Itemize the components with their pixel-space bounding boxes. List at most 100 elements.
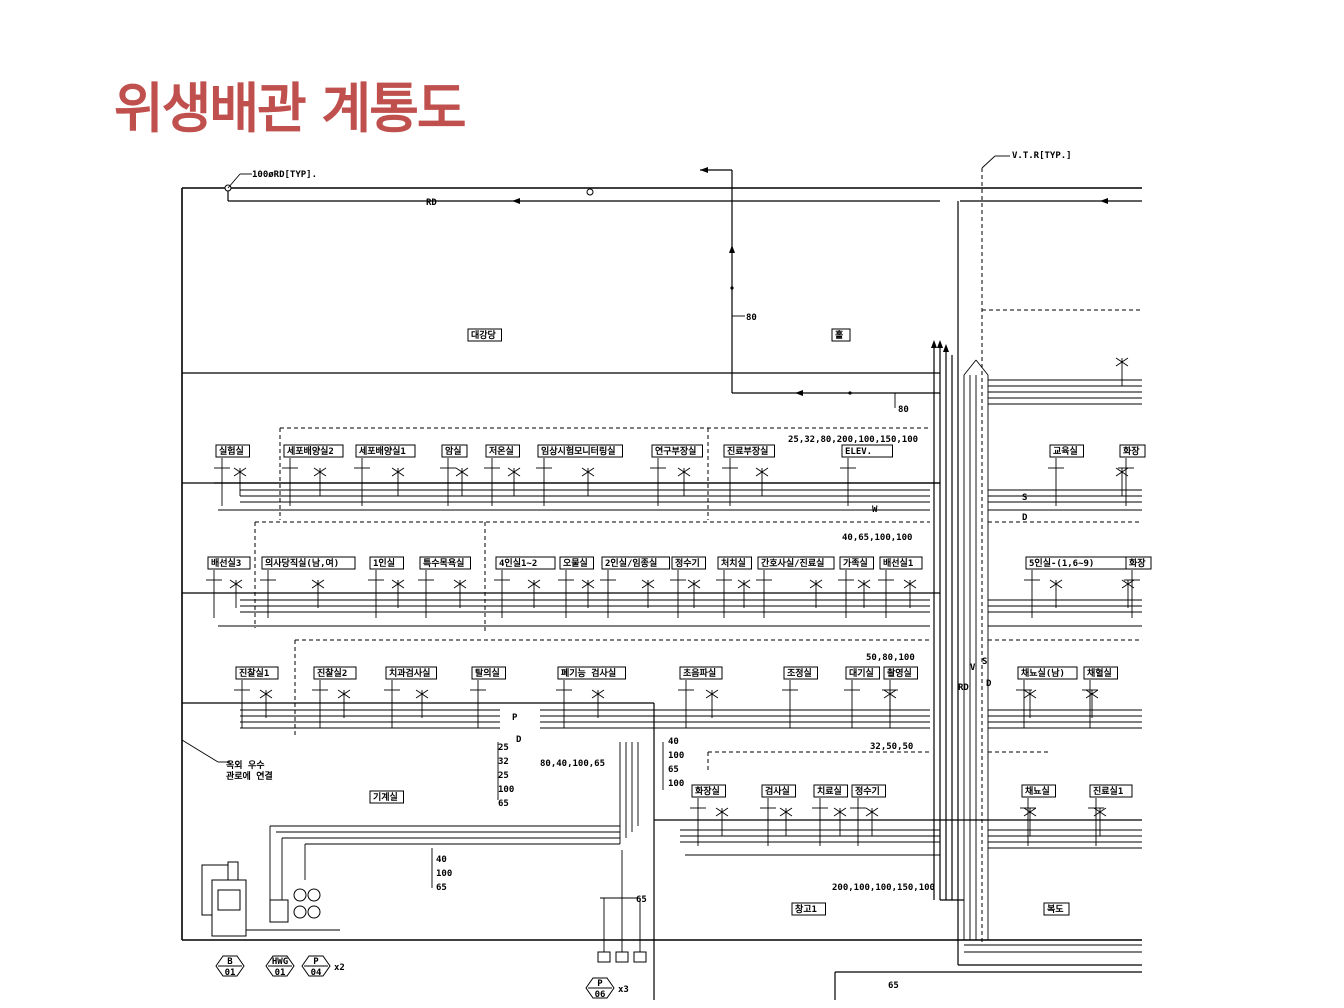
room-label: 진찰실2 — [312, 666, 357, 728]
room-label-text: 연구부장실 — [655, 445, 696, 457]
room-label: 처치실 — [716, 556, 752, 618]
room-label: 진료부장실 — [722, 444, 775, 506]
valve-symbol — [507, 467, 521, 496]
room-label: 실험실 — [214, 444, 250, 506]
riser-letter: P — [512, 713, 518, 723]
room-label-text: 탈의실 — [475, 667, 500, 679]
equipment-number: 06 — [595, 990, 606, 1000]
riser-letter: S — [982, 657, 987, 667]
room-label: 치료실 — [812, 784, 848, 846]
room-label-text: 초음파실 — [683, 667, 716, 679]
valve-symbol — [737, 579, 751, 608]
room-label: 초음파실 — [678, 666, 723, 728]
equipment-number: 01 — [275, 968, 286, 978]
room-label-text: 정수기 — [855, 785, 880, 797]
valve-symbol — [415, 689, 429, 718]
equipment-code: P — [597, 979, 603, 989]
riser-letter: W — [872, 505, 878, 515]
valve-symbol — [581, 467, 595, 496]
riser-letter: RD — [958, 683, 969, 693]
room-label: 저온실 — [484, 444, 520, 506]
room-label-text: 대기실 — [849, 667, 874, 679]
room-label-text: 폐기능 검사실 — [561, 667, 616, 679]
room-label: 폐기능 검사실 — [556, 666, 626, 728]
valve-symbol — [455, 467, 469, 496]
fixture-symbols — [229, 357, 1135, 836]
pipe-size-label: 100 — [498, 785, 514, 795]
room-label: 암실 — [440, 444, 468, 506]
equipment-number: 04 — [311, 968, 322, 978]
room-label: 간호사실/진료실 — [756, 556, 835, 618]
room-label: 창고1 — [791, 902, 826, 916]
building-frame — [181, 187, 1142, 1000]
pipe-size-label: 65 — [498, 799, 509, 809]
room-label: 복도 — [1043, 902, 1070, 916]
floor-3-branch — [240, 640, 930, 770]
room-label: 임상시험모니터링실 — [536, 444, 623, 506]
size-riser-2: 40,65,100,100 — [842, 533, 912, 543]
slide-title: 위생배관 계통도 — [114, 77, 467, 140]
pipe-size-label: 100 — [668, 779, 684, 789]
room-label-text: 실험실 — [219, 445, 244, 457]
room-label-text: 촬영실 — [887, 667, 912, 679]
vent-riser — [981, 155, 1142, 945]
room-label-text: 1인실 — [373, 557, 395, 569]
riser-letter: V — [970, 663, 976, 673]
valve-symbol — [591, 689, 605, 718]
size-65-a: 65 — [636, 895, 647, 905]
equipment-tag: B01 — [215, 955, 245, 978]
valve-symbol — [229, 579, 243, 608]
room-label: 오물실 — [558, 556, 594, 618]
room-label: 화장실 — [690, 784, 726, 846]
room-label: 화장 — [1118, 444, 1146, 506]
room-label: 교육실 — [1048, 444, 1084, 506]
room-label: 2인실/임종실 — [600, 556, 670, 618]
room-label-text: 화장 — [1129, 557, 1146, 569]
room-label-text: 처치실 — [721, 557, 746, 569]
side-note-2: 관로에 연결 — [226, 770, 273, 782]
size-riser-5: 200,100,100,150,100 — [832, 883, 935, 893]
size-group-2: 80,40,100,65 — [540, 759, 605, 769]
valve-symbol — [833, 807, 847, 836]
valve-symbol — [903, 579, 917, 608]
valve-symbol — [527, 579, 541, 608]
valve-symbol — [391, 467, 405, 496]
floor-1-branch — [214, 427, 940, 523]
room-label-text: 오물실 — [563, 557, 588, 569]
valve-symbol — [715, 807, 729, 836]
valve-symbol — [779, 807, 793, 836]
room-label-text: 2인실/임종실 — [605, 557, 657, 569]
side-note-1: 옥외 우수 — [226, 759, 265, 771]
size-65-b: 65 — [888, 981, 899, 991]
valve-symbol — [1115, 357, 1129, 386]
room-label-text: 대강당 — [471, 329, 497, 341]
room-label: 정수기 — [670, 556, 706, 618]
valve-symbol — [453, 579, 467, 608]
equipment-code: B — [227, 957, 233, 967]
room-label: 진료실1 — [1088, 784, 1133, 846]
machine-room-piping — [181, 739, 664, 955]
pipe-size-label: 100 — [668, 751, 684, 761]
room-label: 촬영실 — [882, 666, 918, 728]
equipment-qty: x2 — [334, 963, 345, 973]
room-label: 채혈실 — [1082, 666, 1118, 728]
room-label-text: 진찰실1 — [239, 667, 269, 679]
note-rd-typ: 100øRD[TYP]. — [252, 170, 317, 180]
floor-2-branch — [218, 522, 930, 641]
size-riser-4: 32,50,50 — [870, 742, 913, 752]
pipe-size-label: 40 — [436, 855, 447, 865]
room-label-text: 배선실3 — [211, 557, 241, 569]
room-label: 가족실 — [838, 556, 874, 618]
pipe-size-label: 40 — [668, 737, 679, 747]
main-riser-bundle — [931, 340, 989, 940]
valve-symbol — [809, 579, 823, 608]
valve-symbol — [1085, 689, 1099, 718]
room-label: ELEV. — [840, 444, 893, 506]
room-label-text: 간호사실/진료실 — [761, 557, 824, 569]
room-label-text: ELEV. — [845, 447, 872, 457]
valve-symbol — [313, 467, 327, 496]
